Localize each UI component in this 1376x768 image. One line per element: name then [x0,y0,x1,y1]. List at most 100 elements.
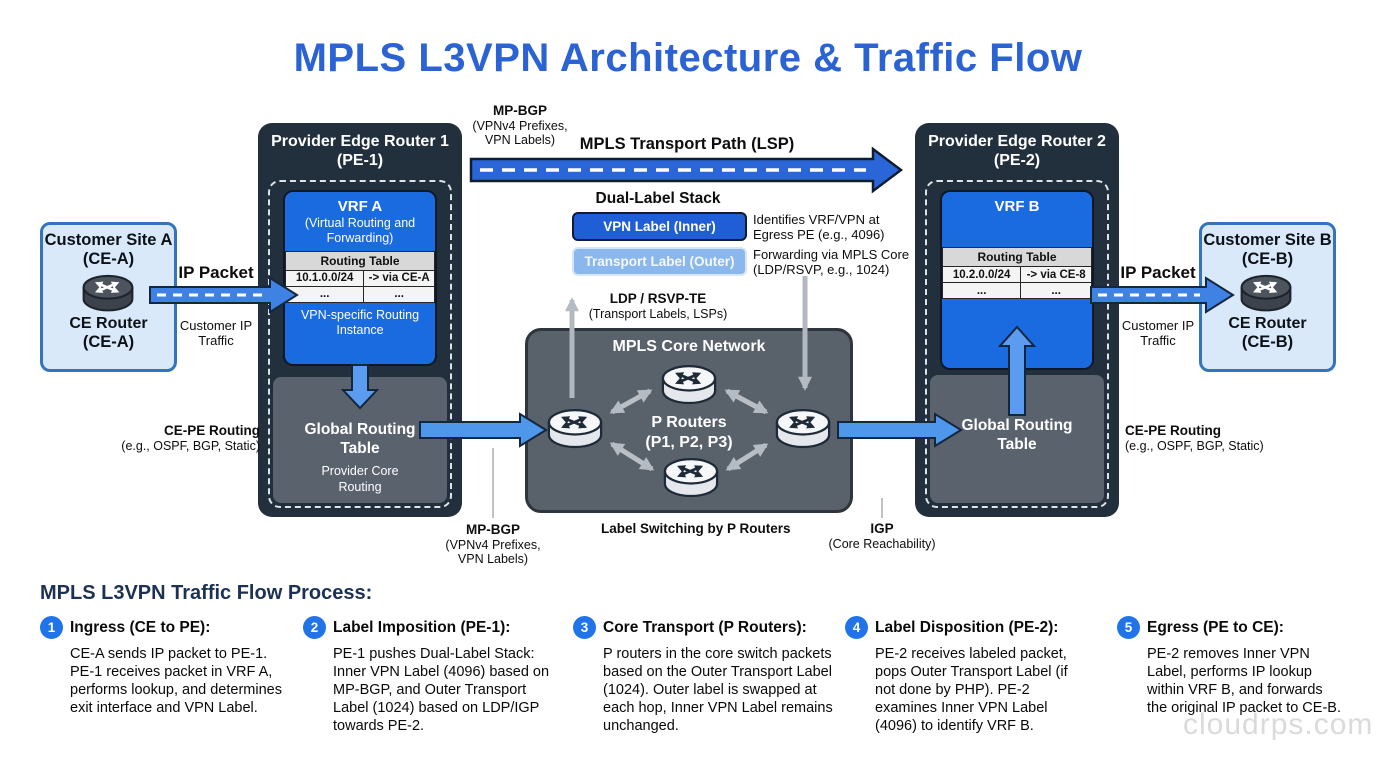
vrf-b-routing-table: Routing Table 10.2.0.0/24 -> via CE-8 ..… [941,247,1092,299]
customer-traffic-label-left: Customer IP Traffic [179,318,253,349]
p-router-icon [663,458,719,498]
ce-b-router-icon [1240,274,1292,312]
pe2-global-routing-box: Global Routing Table [930,375,1104,503]
route-prefix: 10.2.0.0/24 [941,266,1022,283]
transport-label-note: Forwarding via MPLS Core (LDP/RSVP, e.g.… [753,247,910,278]
step-5-title: Egress (PE to CE): [1147,618,1284,636]
vpn-label-box: VPN Label (Inner) [572,212,747,241]
table-row: 10.1.0.0/24 -> via CE-A [284,269,435,287]
step-5-badge: 5 [1117,616,1140,639]
process-heading: MPLS L3VPN Traffic Flow Process: [40,582,373,604]
route-prefix: ... [941,282,1022,299]
core-title: MPLS Core Network [612,338,766,355]
transport-label-box: Transport Label (Outer) [572,247,747,276]
pe1-subtitle: (PE-1) [336,152,384,170]
route-nexthop: ... [363,285,435,303]
site-a-subtitle: (CE-A) [82,249,135,268]
cepe-routing-label-left: CE-PE Routing (e.g., OSPF, BGP, Static) [90,423,260,453]
mpbgp-top-line1: MP-BGP [492,103,547,118]
mpbgp-top-line2: (VPNv4 Prefixes, [472,118,568,133]
p-router-icon [775,409,831,449]
dual-label-stack-label: Dual-Label Stack [595,190,721,207]
vrf-a-desc: (Virtual Routing and Forwarding) [304,216,416,245]
igp-line1: IGP [870,521,894,536]
site-b-title: Customer Site B [1203,231,1332,249]
pe2-subtitle: (PE-2) [993,152,1041,170]
ce-a-router-icon [82,274,134,312]
igp-label: IGP (Core Reachability) [829,521,936,551]
ip-packet-label-left: IP Packet [178,263,254,282]
step-4-body: PE-2 receives labeled packet, pops Outer… [875,646,1068,734]
process-step-2: 2 Label Imposition (PE-1): PE-1 pushes D… [303,616,551,736]
table-row: ... ... [941,282,1092,299]
pe2-dashed-area: Global Routing Table VRF B Routing Table… [925,180,1109,508]
watermark: cloudrps.com [1183,708,1374,741]
lsp-label: MPLS Transport Path (LSP) [579,135,795,153]
route-nexthop: ... [1020,282,1092,299]
process-step-5: 5 Egress (PE to CE): PE-2 removes Inner … [1117,616,1345,718]
ldp-line2: (Transport Labels, LSPs) [588,306,728,321]
mpbgp-bottom-label: MP-BGP (VPNv4 Prefixes, VPN Labels) [445,522,540,567]
vrf-a-routing-table: Routing Table 10.1.0.0/24 -> via CE-A ..… [284,250,435,303]
mpbgp-bottom-line2: (VPNv4 Prefixes, [445,537,541,552]
step-2-title: Label Imposition (PE-1): [333,618,511,636]
mpbgp-top-label: MP-BGP (VPNv4 Prefixes, VPN Labels) [472,103,567,148]
table-row: 10.2.0.0/24 -> via CE-8 [941,266,1092,283]
site-b-subtitle: (CE-B) [1241,249,1294,268]
pe1-global-title: Global Routing Table [304,421,416,457]
site-b-router-label: CE Router [1228,314,1307,332]
page-title: MPLS L3VPN Architecture & Traffic Flow [293,36,1083,80]
route-nexthop: -> via CE-8 [1020,266,1092,283]
vrf-b-box: VRF B Routing Table 10.2.0.0/24 -> via C… [940,190,1094,370]
pe2-global-title: Global Routing Table [961,417,1073,453]
cepe-routing-label-right: CE-PE Routing (e.g., OSPF, BGP, Static) [1125,423,1264,453]
ip-packet-label-right: IP Packet [1120,263,1196,282]
route-prefix: 10.1.0.0/24 [284,269,365,287]
p-router-icon [547,409,603,449]
process-step-1: 1 Ingress (CE to PE): CE-A sends IP pack… [40,616,284,718]
pe1-global-routing-box: Global Routing Table Provider Core Routi… [273,377,447,503]
vrf-a-name: VRF A [337,198,383,215]
site-a-router-sublabel: (CE-A) [82,333,135,352]
p-routers-line2: (P1, P2, P3) [645,433,733,451]
vrf-a-table-header: Routing Table [285,250,435,271]
step-2-body: PE-1 pushes Dual-Label Stack: Inner VPN … [333,646,550,734]
process-step-3: 3 Core Transport (P Routers): P routers … [573,616,841,736]
ldp-rsvp-label: LDP / RSVP-TE (Transport Labels, LSPs) [589,291,727,321]
process-step-4: 4 Label Disposition (PE-2): PE-2 receive… [845,616,1090,736]
step-4-badge: 4 [845,616,868,639]
step-3-body: P routers in the core switch packets bas… [603,646,833,734]
table-row: ... ... [284,285,435,303]
lsp-arrow [469,146,904,194]
pe2-box: Provider Edge Router 2 (PE-2) Global Rou… [915,123,1119,517]
step-3-badge: 3 [573,616,596,639]
site-a-router-label: CE Router [69,314,148,332]
mpbgp-bottom-line3: VPN Labels) [457,552,529,567]
vrf-a-footer: VPN-specific Routing Instance [300,307,420,337]
cepe-right-line1: CE-PE Routing [1125,423,1221,438]
route-nexthop: -> via CE-A [363,269,435,287]
route-prefix: ... [284,285,365,303]
pe1-box: Provider Edge Router 1 (PE-1) Global Rou… [258,123,462,517]
site-a-title: Customer Site A [44,231,173,249]
step-5-body: PE-2 removes Inner VPN Label, performs I… [1147,646,1341,716]
vpn-label-note: Identifies VRF/VPN at Egress PE (e.g., 4… [753,212,885,243]
p-routers-label: P Routers (P1, P2, P3) [528,413,850,452]
p-routers-line1: P Routers [651,414,727,431]
mpbgp-bottom-line1: MP-BGP [465,522,520,537]
label-switching-label: Label Switching by P Routers [601,521,791,536]
customer-traffic-label-right: Customer IP Traffic [1121,318,1195,349]
vrf-b-table-header: Routing Table [942,247,1092,267]
mpbgp-top-line3: VPN Labels) [484,133,556,148]
step-3-title: Core Transport (P Routers): [603,618,807,636]
cepe-right-line2: (e.g., OSPF, BGP, Static) [1125,438,1264,453]
pe1-global-subtitle: Provider Core Routing [321,463,399,494]
site-b-router-sublabel: (CE-B) [1241,333,1294,352]
step-2-badge: 2 [303,616,326,639]
pe1-title: Provider Edge Router 1 [271,133,449,150]
pe1-dashed-area: Global Routing Table Provider Core Routi… [268,180,452,508]
step-1-body: CE-A sends IP packet to PE-1. PE-1 recei… [70,646,282,716]
cepe-left-line2: (e.g., OSPF, BGP, Static) [121,438,260,453]
vrf-a-box: VRF A (Virtual Routing and Forwarding) R… [283,190,437,366]
